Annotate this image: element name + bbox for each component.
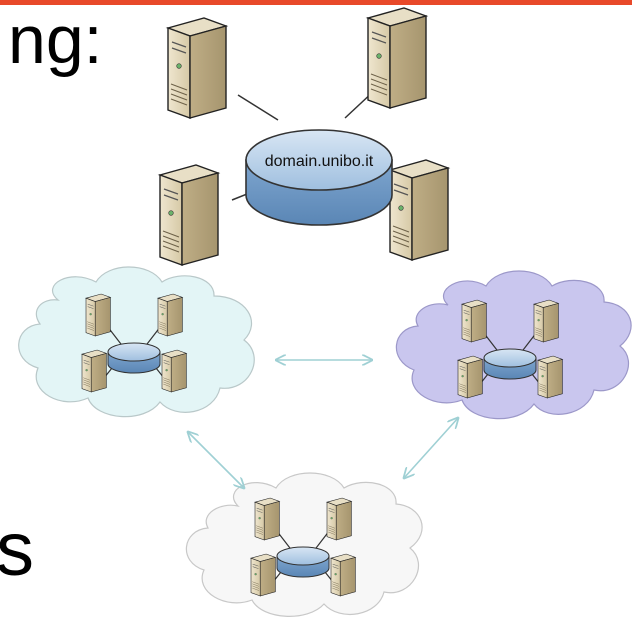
connection-arrow: [188, 432, 244, 488]
server-icon: [167, 17, 227, 119]
connection-arrow: [404, 418, 458, 478]
cloud-left: [18, 266, 255, 418]
slide-text-fragment-top: ng:: [8, 2, 103, 78]
slide-accent-rule: [0, 0, 632, 5]
hub-label: domain.unibo.it: [265, 153, 374, 170]
server-icon: [367, 7, 427, 109]
slide-text-fragment-bottom: s: [0, 507, 34, 592]
server-icon: [389, 159, 449, 261]
cloud-bottom: [185, 472, 423, 617]
cloud-right: [395, 270, 632, 420]
server-icon: [159, 164, 219, 266]
main-network: domain.unibo.it: [159, 7, 449, 266]
hub-icon: [245, 129, 393, 226]
link-line: [237, 94, 279, 121]
